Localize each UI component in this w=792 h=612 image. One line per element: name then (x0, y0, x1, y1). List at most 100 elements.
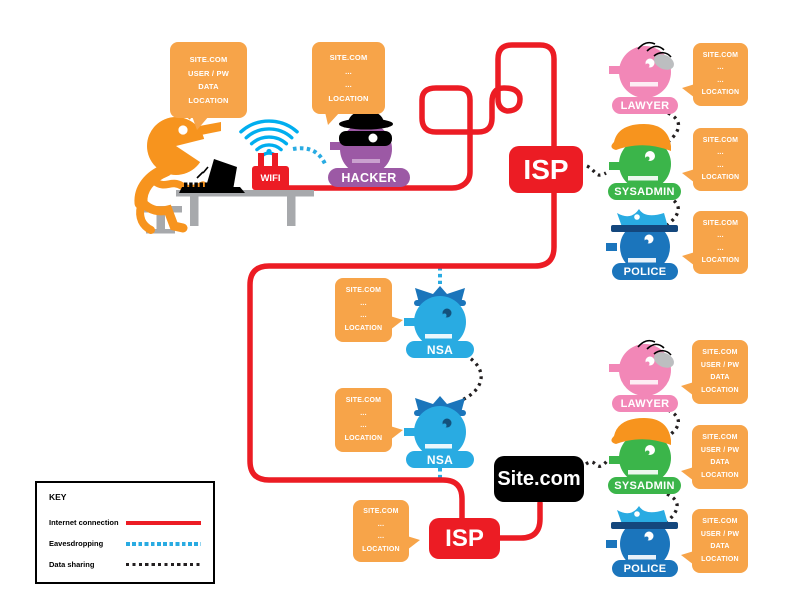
bubble-line: LOCATION (344, 434, 383, 442)
bubble-line: ... (717, 244, 724, 252)
data-sharing-line-sample (125, 562, 201, 567)
bubble-line: ... (360, 299, 367, 307)
legend-label: Eavesdropping (49, 539, 104, 548)
wifi-signal-icon (239, 119, 299, 158)
bubble-line: SITE.COM (345, 397, 382, 404)
police-pill-top: POLICE (612, 263, 678, 280)
bubble-hacker: SITE.COM ... ... LOCATION (312, 42, 385, 125)
police-pill-bottom: POLICE (612, 560, 678, 577)
user-figure (134, 102, 314, 234)
bubble-line: ... (360, 312, 367, 319)
sysadmin-pill-bottom: SYSADMIN (608, 477, 681, 494)
nsa-hat-icon (415, 396, 465, 413)
bubble-user: SITE.COM USER / PW DATA LOCATION (170, 42, 247, 130)
bubble-line: ... (345, 66, 352, 76)
lawyer-label: LAWYER (620, 99, 670, 112)
eavesdropping-line-sample (125, 541, 201, 546)
lawyer-pill-bottom: LAWYER (612, 395, 678, 412)
bubble-isp-bottom: SITE.COM ... ... LOCATION (353, 500, 420, 562)
typing-sparks (196, 166, 209, 179)
bubble-sysadmin-bottom: SITE.COM USER / PW DATA LOCATION (681, 425, 748, 489)
sysadmin-label: SYSADMIN (614, 185, 675, 198)
share-sysadmin-to-police-top (664, 195, 680, 228)
site-label: Site.com (497, 467, 581, 490)
legend-row-internet: Internet connection (49, 512, 201, 533)
bubble-line: LOCATION (362, 545, 400, 553)
laptop-icon (179, 159, 245, 193)
bubble-line: ... (360, 409, 367, 417)
bubble-line: ... (360, 422, 367, 429)
eavesdrop-wifi-to-hacker (292, 146, 328, 167)
bubble-nsa-2: SITE.COM ... ... LOCATION (335, 388, 403, 452)
bubble-lawyer-bottom: SITE.COM USER / PW DATA LOCATION (681, 340, 748, 404)
legend-title: KEY (49, 492, 67, 502)
bubble-line: LOCATION (701, 257, 740, 264)
bubble-line: LOCATION (701, 386, 739, 394)
eavesdropping-lines (292, 146, 442, 478)
bubble-line: LOCATION (344, 324, 383, 332)
hacker-figure (330, 110, 393, 175)
desk (176, 190, 314, 226)
nsa-figure-1 (404, 286, 466, 348)
bubble-line: SITE.COM (702, 51, 739, 59)
bubble-line: SITE.COM (702, 434, 738, 441)
bubble-line: SITE.COM (702, 219, 739, 227)
bubble-line: LOCATION (701, 174, 740, 181)
isp-node-top: ISP (509, 146, 583, 193)
bubble-line: ... (345, 80, 352, 89)
sysadmin-pill-top: SYSADMIN (608, 183, 681, 200)
bubble-nsa-1: SITE.COM ... ... LOCATION (335, 278, 403, 342)
bubble-line: ... (377, 533, 385, 540)
legend-row-data-sharing: Data sharing (49, 554, 201, 575)
lawyer-figure-top (609, 41, 674, 98)
bubble-line: ... (717, 149, 724, 156)
hacker-eye (368, 133, 378, 143)
nsa-label: NSA (426, 342, 454, 357)
share-site-to-sysadmin (585, 459, 609, 468)
police-figure-top (606, 209, 678, 272)
lawyer-pill-top: LAWYER (612, 97, 678, 114)
police-cap-icon (617, 209, 668, 227)
wifi-router-prongs (258, 153, 278, 167)
hair-icon (637, 339, 672, 356)
bubble-line: LOCATION (701, 471, 739, 479)
hardhat-icon (611, 124, 671, 151)
share-isp-to-sysadmin (586, 164, 607, 177)
bubble-line: USER / PW (700, 530, 740, 538)
bubble-line: LOCATION (701, 89, 740, 96)
hacker-ear (330, 142, 341, 150)
nsa-pill-1: NSA (406, 341, 474, 358)
bubble-line: SITE.COM (189, 55, 228, 64)
hacker-label: HACKER (341, 170, 397, 185)
bubble-line: SITE.COM (702, 518, 738, 525)
data-sharing-lines (461, 111, 681, 526)
bubble-line: DATA (198, 82, 219, 91)
share-sysadmin-to-police-bottom (662, 492, 679, 526)
hair-icon (637, 41, 672, 58)
bubble-line: ... (717, 161, 724, 169)
nsa-hat-icon (415, 286, 465, 303)
bubble-line: ... (717, 232, 724, 239)
phone-icon (654, 352, 674, 368)
bubble-line: ... (717, 64, 724, 71)
legend-row-eavesdropping: Eavesdropping (49, 533, 201, 554)
police-label: POLICE (623, 562, 667, 575)
bubble-line: SITE.COM (702, 136, 739, 144)
internet-line-sample (125, 520, 201, 525)
share-sysadmin-to-lawyer-bottom (666, 408, 681, 439)
hardhat-icon (611, 418, 671, 445)
user-body (134, 163, 207, 234)
mask-icon (339, 131, 392, 146)
sysadmin-figure-bottom (609, 418, 671, 484)
nsa-figure-2 (404, 396, 466, 458)
wire-main (247, 42, 557, 525)
wifi-router-box: WIFI (252, 166, 289, 190)
hacker-mouth (352, 159, 380, 163)
police-label: POLICE (623, 265, 667, 278)
bubble-line: SITE.COM (363, 508, 399, 515)
bubble-line: USER / PW (700, 361, 740, 369)
police-figure-bottom (606, 506, 678, 569)
bubble-line: LOCATION (188, 95, 229, 105)
